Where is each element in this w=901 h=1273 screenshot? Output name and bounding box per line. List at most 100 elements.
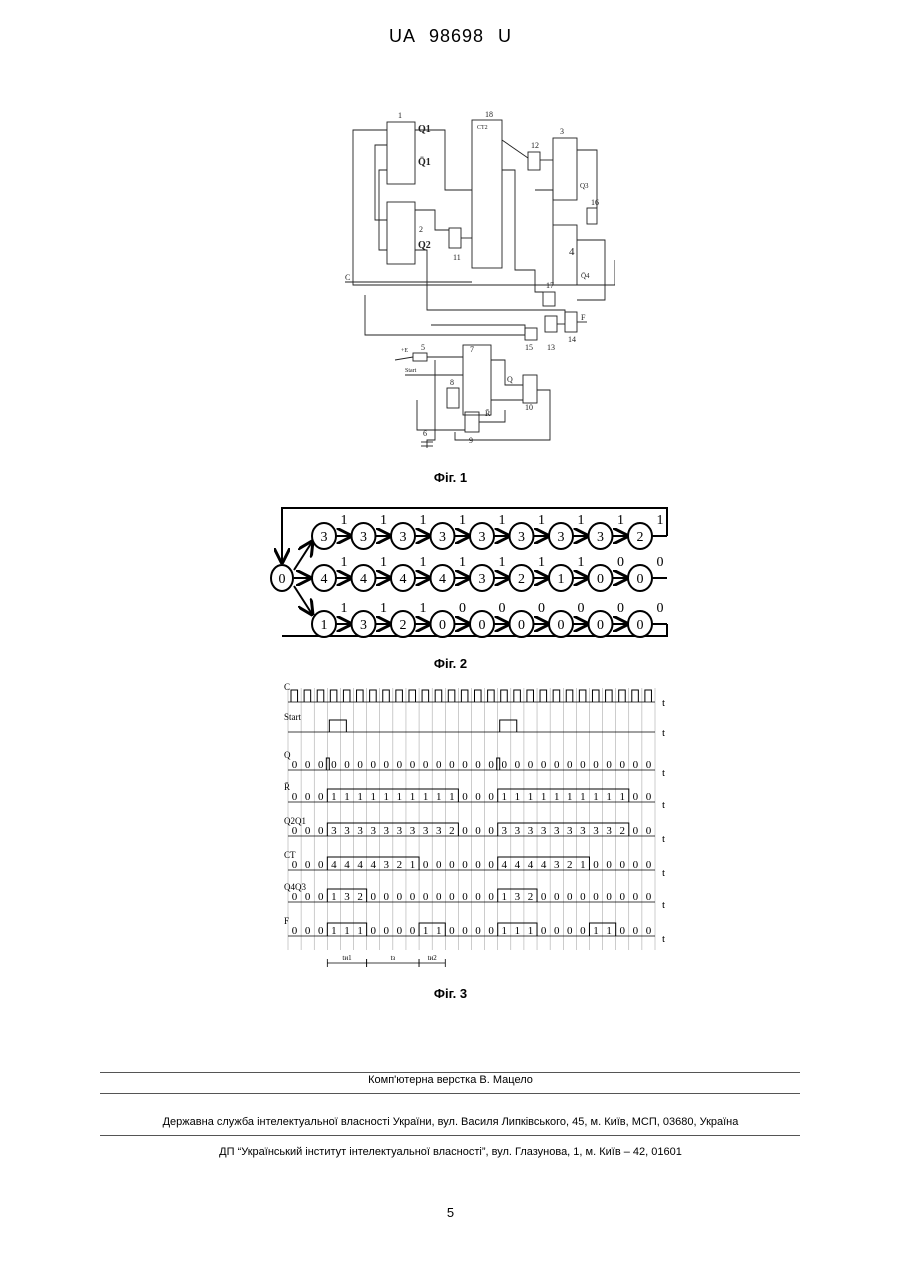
interval-label: tз <box>390 954 395 962</box>
signal-value: 0 <box>475 891 481 903</box>
state-value: 3 <box>400 530 407 545</box>
transition-label: 1 <box>578 513 585 528</box>
signal-value: 0 <box>619 759 625 771</box>
signal-value: 0 <box>410 891 416 903</box>
clock-pulse <box>343 690 350 702</box>
signal-value: 1 <box>554 791 560 803</box>
signal-value: 0 <box>488 925 494 937</box>
signal-value: 0 <box>619 859 625 871</box>
signal-value: 0 <box>488 759 494 771</box>
signal-value: 0 <box>619 925 625 937</box>
svg-text:17: 17 <box>546 281 554 290</box>
transition-label: 1 <box>578 555 585 570</box>
signal-value: 4 <box>344 859 350 871</box>
time-axis-label: t <box>662 767 665 779</box>
signal-value: 0 <box>567 925 573 937</box>
signal-value: 3 <box>344 891 350 903</box>
transition-label: 0 <box>657 601 664 616</box>
state-value: 3 <box>439 530 446 545</box>
clock-pulse <box>383 690 390 702</box>
figure-2-caption: Фіг. 2 <box>0 656 901 671</box>
transition-label: 1 <box>538 555 545 570</box>
signal-value: 0 <box>423 891 429 903</box>
signal-value: 1 <box>515 791 521 803</box>
clock-pulse <box>540 690 547 702</box>
signal-value: 1 <box>436 791 442 803</box>
footer-divider <box>100 1072 800 1073</box>
figure-3-caption: Фіг. 3 <box>0 986 901 1001</box>
signal-value: 0 <box>305 891 311 903</box>
signal-value: 1 <box>331 925 337 937</box>
state-value: 0 <box>597 572 604 587</box>
signal-value: 3 <box>357 825 363 837</box>
transition-label: 1 <box>420 513 427 528</box>
signal-value: 0 <box>449 759 455 771</box>
signal-value: 3 <box>384 825 390 837</box>
clock-pulse <box>579 690 586 702</box>
signal-value: 1 <box>502 791 508 803</box>
signal-value: 1 <box>502 891 508 903</box>
signal-value: 0 <box>462 859 468 871</box>
signal-value: 2 <box>567 859 573 871</box>
signal-value: 3 <box>423 825 429 837</box>
q3-label: Q3 <box>580 182 589 190</box>
transition-label: 1 <box>380 513 387 528</box>
signal-value: 4 <box>502 859 508 871</box>
signal-value: 3 <box>515 825 521 837</box>
clock-pulse <box>291 690 298 702</box>
svg-text:9: 9 <box>469 436 473 445</box>
clock-pulse <box>527 690 534 702</box>
time-axis-label: t <box>662 697 665 709</box>
transition-label: 0 <box>459 601 466 616</box>
page-number: 5 <box>0 1205 901 1220</box>
signal-value: 0 <box>646 791 652 803</box>
signal-value: 0 <box>292 859 298 871</box>
signal-value: 3 <box>515 891 521 903</box>
signal-value: 0 <box>462 925 468 937</box>
transition-label: 1 <box>459 513 466 528</box>
signal-value: 0 <box>646 825 652 837</box>
transition-label: 0 <box>499 601 506 616</box>
svg-text:2: 2 <box>419 225 423 234</box>
transition-label: 0 <box>617 555 624 570</box>
svg-text:1: 1 <box>398 111 402 120</box>
state-value: 4 <box>400 572 407 587</box>
interval-label: tи2 <box>428 954 438 962</box>
svg-text:4: 4 <box>569 246 575 258</box>
signal-value: 0 <box>541 891 547 903</box>
state-value: 3 <box>360 618 367 633</box>
state-value: 2 <box>637 530 644 545</box>
transition-label: 1 <box>657 513 664 528</box>
q2-label: Q2 <box>418 240 431 251</box>
c-input-label: C <box>345 273 350 282</box>
transition-label: 1 <box>420 555 427 570</box>
signal-value: 1 <box>606 791 612 803</box>
clock-pulse <box>553 690 560 702</box>
signal-value: 0 <box>462 791 468 803</box>
clock-pulse <box>330 690 337 702</box>
time-axis-label: t <box>662 833 665 845</box>
svg-text:8: 8 <box>450 378 454 387</box>
signal-value: 0 <box>370 925 376 937</box>
state-value: 0 <box>479 618 486 633</box>
signal-value: 3 <box>554 859 560 871</box>
signal-value: 1 <box>410 791 416 803</box>
signal-value: 0 <box>554 891 560 903</box>
signal-value: 0 <box>305 825 311 837</box>
clock-pulse <box>632 690 639 702</box>
signal-value: 0 <box>305 759 311 771</box>
q-label: Q <box>507 375 513 384</box>
state-value: 4 <box>360 572 367 587</box>
state-value: 1 <box>321 618 328 633</box>
clock-pulse <box>357 690 364 702</box>
svg-text:16: 16 <box>591 198 599 207</box>
signal-value: 0 <box>633 925 639 937</box>
transition-label: 0 <box>538 601 545 616</box>
signal-value: 0 <box>606 759 612 771</box>
time-axis-label: t <box>662 933 665 945</box>
signal-value: 0 <box>410 925 416 937</box>
transition-label: 1 <box>617 513 624 528</box>
svg-text:12: 12 <box>531 141 539 150</box>
state-value: 1 <box>558 572 565 587</box>
signal-value: 1 <box>436 925 442 937</box>
